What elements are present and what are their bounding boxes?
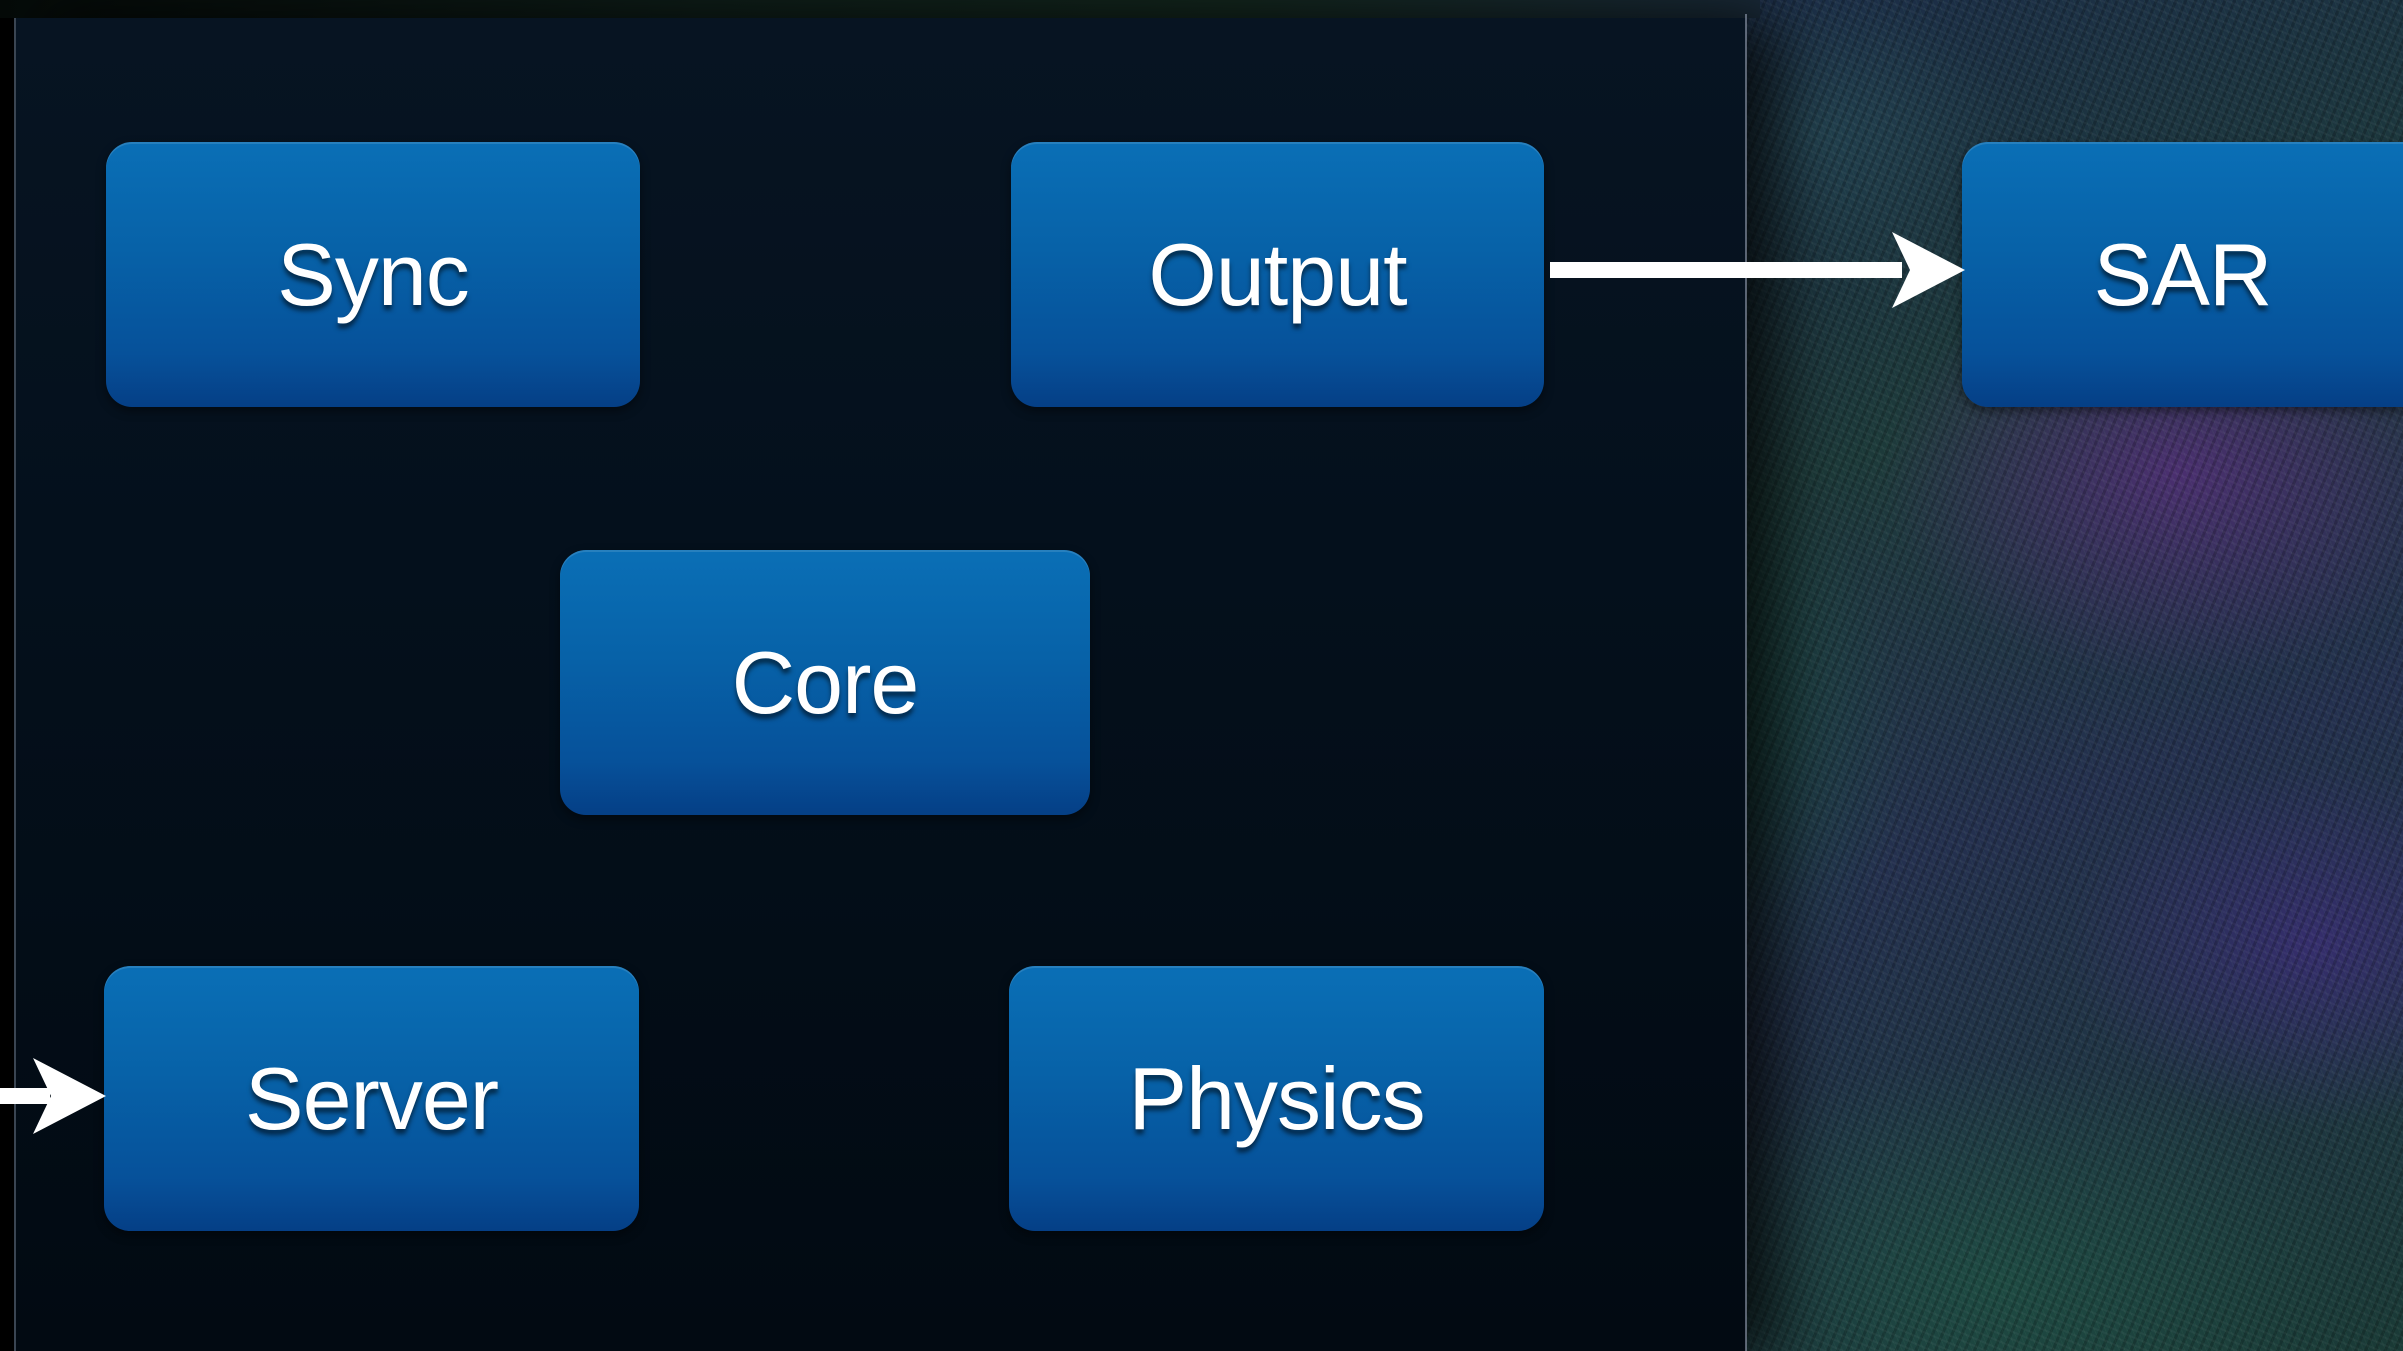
node-core: Core	[560, 550, 1090, 815]
node-server-label: Server	[244, 1048, 499, 1148]
panel-right-border	[1745, 14, 1747, 1351]
node-output: Output	[1011, 142, 1544, 407]
node-sync: Sync	[106, 142, 640, 407]
node-physics: Physics	[1009, 966, 1544, 1231]
node-sync-label: Sync	[277, 224, 470, 324]
node-sar: SAR	[1962, 142, 2403, 407]
node-core-label: Core	[731, 632, 920, 732]
node-sar-label: SAR	[2093, 224, 2273, 324]
node-output-label: Output	[1148, 224, 1407, 324]
panel-left-border	[14, 18, 16, 1351]
node-physics-label: Physics	[1128, 1048, 1425, 1148]
node-server: Server	[104, 966, 639, 1231]
top-strip	[0, 0, 1760, 18]
